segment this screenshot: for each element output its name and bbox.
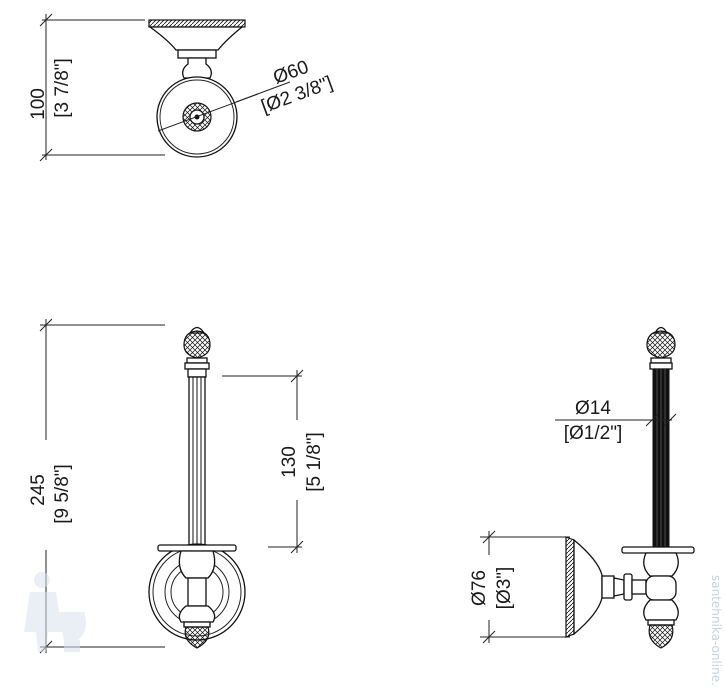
dim-tick	[482, 630, 496, 644]
arm-stem	[187, 577, 207, 607]
front-height-in: [9 5/8"]	[52, 464, 73, 524]
top-view: 100 [3 7/8"] Ø60 [Ø2 3/8"]	[28, 13, 336, 162]
front-length-in: [5 1/8"]	[304, 432, 325, 492]
side-arm-body	[645, 575, 677, 601]
mount-neck-side	[613, 577, 625, 597]
front-length-mm: 130	[279, 446, 300, 478]
dim-tick	[482, 530, 496, 544]
top-finial-ring	[186, 357, 208, 364]
mount-collar	[177, 49, 217, 59]
bottom-collar	[183, 621, 211, 628]
top-finial-knurl	[183, 330, 211, 359]
plumber-watermark-logo	[24, 572, 86, 652]
side-arm-upper	[643, 552, 679, 577]
wall-plate-edge	[148, 19, 246, 28]
rosette-rim	[159, 79, 235, 155]
dim-tick	[290, 540, 304, 554]
side-finial-ring	[650, 357, 672, 364]
arm-ring	[623, 573, 633, 601]
top-finial-collar	[184, 362, 210, 370]
label-bg	[275, 420, 325, 500]
arm-side	[631, 579, 647, 595]
side-bottom-finial	[648, 624, 674, 649]
bottom-finial-knurl	[184, 626, 210, 649]
label-bg	[462, 555, 522, 620]
side-base-mm: Ø76	[469, 570, 490, 606]
dim-tick	[39, 13, 53, 27]
dim-tick	[39, 148, 53, 162]
side-rod-in: [Ø1/2"]	[564, 423, 623, 444]
top-finial-neck	[187, 368, 207, 378]
wall-plate-edge	[565, 536, 575, 638]
site-watermark: santehnika-online.ru	[709, 575, 723, 687]
label-bg	[30, 440, 85, 550]
side-finial-knurl	[646, 330, 676, 359]
side-rod-mm: Ø14	[575, 398, 611, 419]
dim-tick	[663, 413, 677, 427]
diameter-leader-ext	[235, 81, 291, 103]
top-height-in: [3 7/8"]	[52, 58, 73, 118]
side-arm-lower	[643, 599, 679, 621]
end-cup-side	[621, 546, 695, 554]
mount-neck	[182, 57, 212, 79]
side-bottom-collar	[647, 619, 675, 626]
front-view: 245 [9 5/8"] 130 [5 1/8"]	[28, 318, 325, 654]
side-base-in: [Ø3"]	[494, 567, 515, 610]
mount-collar-side	[601, 575, 615, 599]
dim-tick	[39, 318, 53, 332]
side-view: Ø76 [Ø3"] Ø14 [Ø1/2"]	[462, 326, 695, 649]
side-finial-collar	[649, 362, 673, 370]
arm-upper	[178, 550, 216, 579]
mount-bell	[147, 26, 244, 51]
front-height-mm: 245	[28, 474, 49, 506]
arm-lower	[178, 605, 216, 623]
top-height-mm: 100	[28, 88, 49, 120]
dim-tick	[290, 369, 304, 383]
end-cup	[157, 544, 237, 552]
dim-tick	[645, 413, 659, 427]
mount-bell-side	[573, 538, 603, 636]
